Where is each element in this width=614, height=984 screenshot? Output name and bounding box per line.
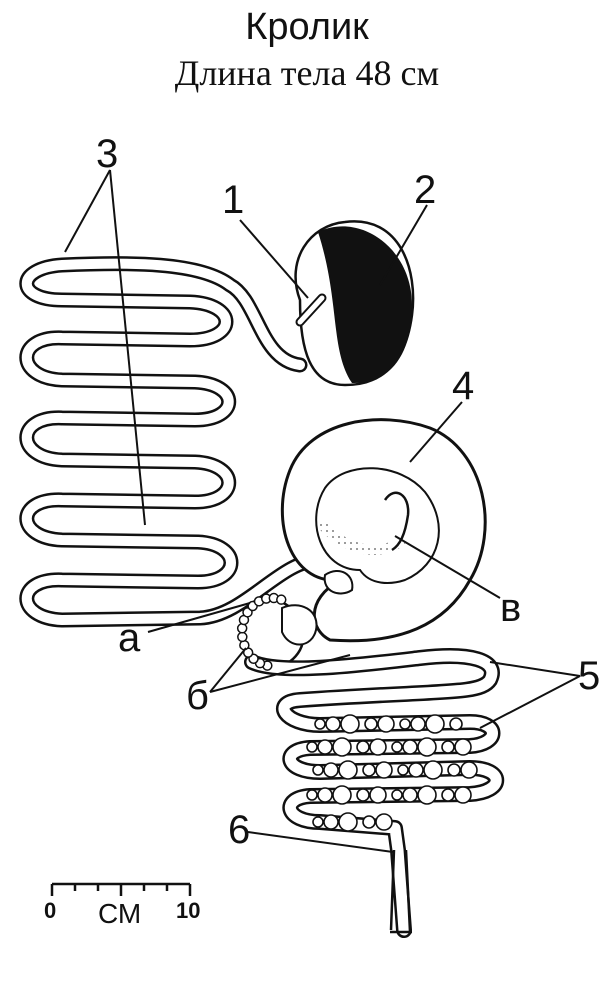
- colon-bead: [441, 788, 455, 802]
- colon-bead: [375, 761, 393, 779]
- label-1: 1: [222, 178, 245, 222]
- label-v: в: [500, 586, 522, 630]
- colon-bead: [323, 814, 339, 830]
- colon-bead: [317, 739, 333, 755]
- colon-bead: [391, 741, 403, 753]
- colon-bead: [340, 714, 360, 734]
- colon-bead: [375, 813, 393, 831]
- colon-bead: [417, 785, 437, 805]
- stomach: [294, 220, 415, 387]
- colon-bead: [408, 762, 424, 778]
- colon-bead: [402, 787, 418, 803]
- colon-bead: [369, 738, 387, 756]
- colon-bead: [356, 740, 370, 754]
- scale-start: 0: [44, 898, 57, 923]
- colon-bead: [237, 631, 248, 643]
- colon-bead: [312, 816, 324, 828]
- colon-bead: [362, 763, 376, 777]
- label-b: б: [186, 674, 209, 718]
- colon-bead: [447, 763, 461, 777]
- label-a: а: [118, 616, 141, 660]
- colon-bead: [410, 716, 426, 732]
- scale-unit: СМ: [98, 898, 142, 929]
- colon-bead: [454, 738, 472, 756]
- colon-bead: [417, 737, 437, 757]
- colon-bead: [377, 715, 395, 733]
- colon-bead: [236, 623, 248, 634]
- colon-bead: [356, 788, 370, 802]
- colon-bead: [317, 787, 333, 803]
- colon-bead: [397, 764, 409, 776]
- colon-bead: [314, 718, 326, 730]
- colon-bead: [454, 786, 472, 804]
- colon-bead: [332, 737, 352, 757]
- colon-bead: [460, 761, 478, 779]
- scale-end: 10: [176, 898, 201, 923]
- diagram-subtitle: Длина тела 48 см: [174, 53, 440, 93]
- small-intestine: [19, 256, 328, 628]
- colon-bead: [325, 716, 341, 732]
- colon-bead: [338, 812, 358, 832]
- rectum: [389, 849, 412, 934]
- colon-bead: [425, 714, 445, 734]
- colon-beads: [236, 592, 478, 832]
- colon-bead: [399, 718, 411, 730]
- scale-bar: [50, 882, 192, 896]
- colon-bead: [306, 741, 318, 753]
- label-3: 3: [96, 132, 119, 176]
- colon-bead: [323, 762, 339, 778]
- colon-bead: [306, 789, 318, 801]
- colon-bead: [369, 786, 387, 804]
- colon-bead: [449, 717, 463, 731]
- label-4: 4: [452, 364, 475, 408]
- colon-bead: [362, 815, 376, 829]
- diagram-title: Кролик: [245, 6, 369, 48]
- label-6: 6: [228, 808, 251, 852]
- colon-bead: [441, 740, 455, 754]
- leader-lines: [64, 169, 581, 853]
- colon-bead: [338, 760, 358, 780]
- colon-bead: [276, 594, 287, 605]
- colon-bead: [312, 764, 324, 776]
- colon-bead: [391, 789, 403, 801]
- colon-bead: [364, 717, 378, 731]
- colon-bead: [332, 785, 352, 805]
- label-2: 2: [414, 168, 437, 212]
- caecum: [280, 418, 487, 643]
- colon-bead: [402, 739, 418, 755]
- label-5: 5: [578, 654, 601, 698]
- colon-bead: [239, 639, 250, 651]
- ampulla: [242, 596, 318, 670]
- colon-bead: [423, 760, 443, 780]
